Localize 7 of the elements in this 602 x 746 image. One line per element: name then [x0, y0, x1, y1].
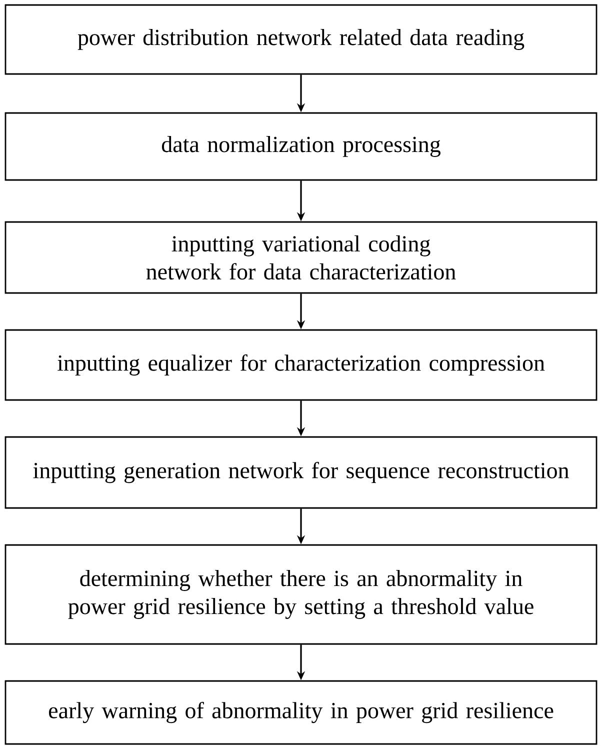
process-box: data normalization processing	[4, 112, 598, 181]
process-box: power distribution network related data reading	[4, 4, 598, 75]
process-box: early warning of abnormality in power grid resilience	[4, 680, 598, 745]
process-box: inputting generation network for sequence reconstruction	[4, 436, 598, 509]
process-box: inputting equalizer for characterization compression	[4, 329, 598, 401]
process-box: determining whether there is an abnormality in power grid resilience by setting a threshold value	[4, 544, 598, 645]
process-box: inputting variational coding network for data characterization	[4, 221, 598, 294]
